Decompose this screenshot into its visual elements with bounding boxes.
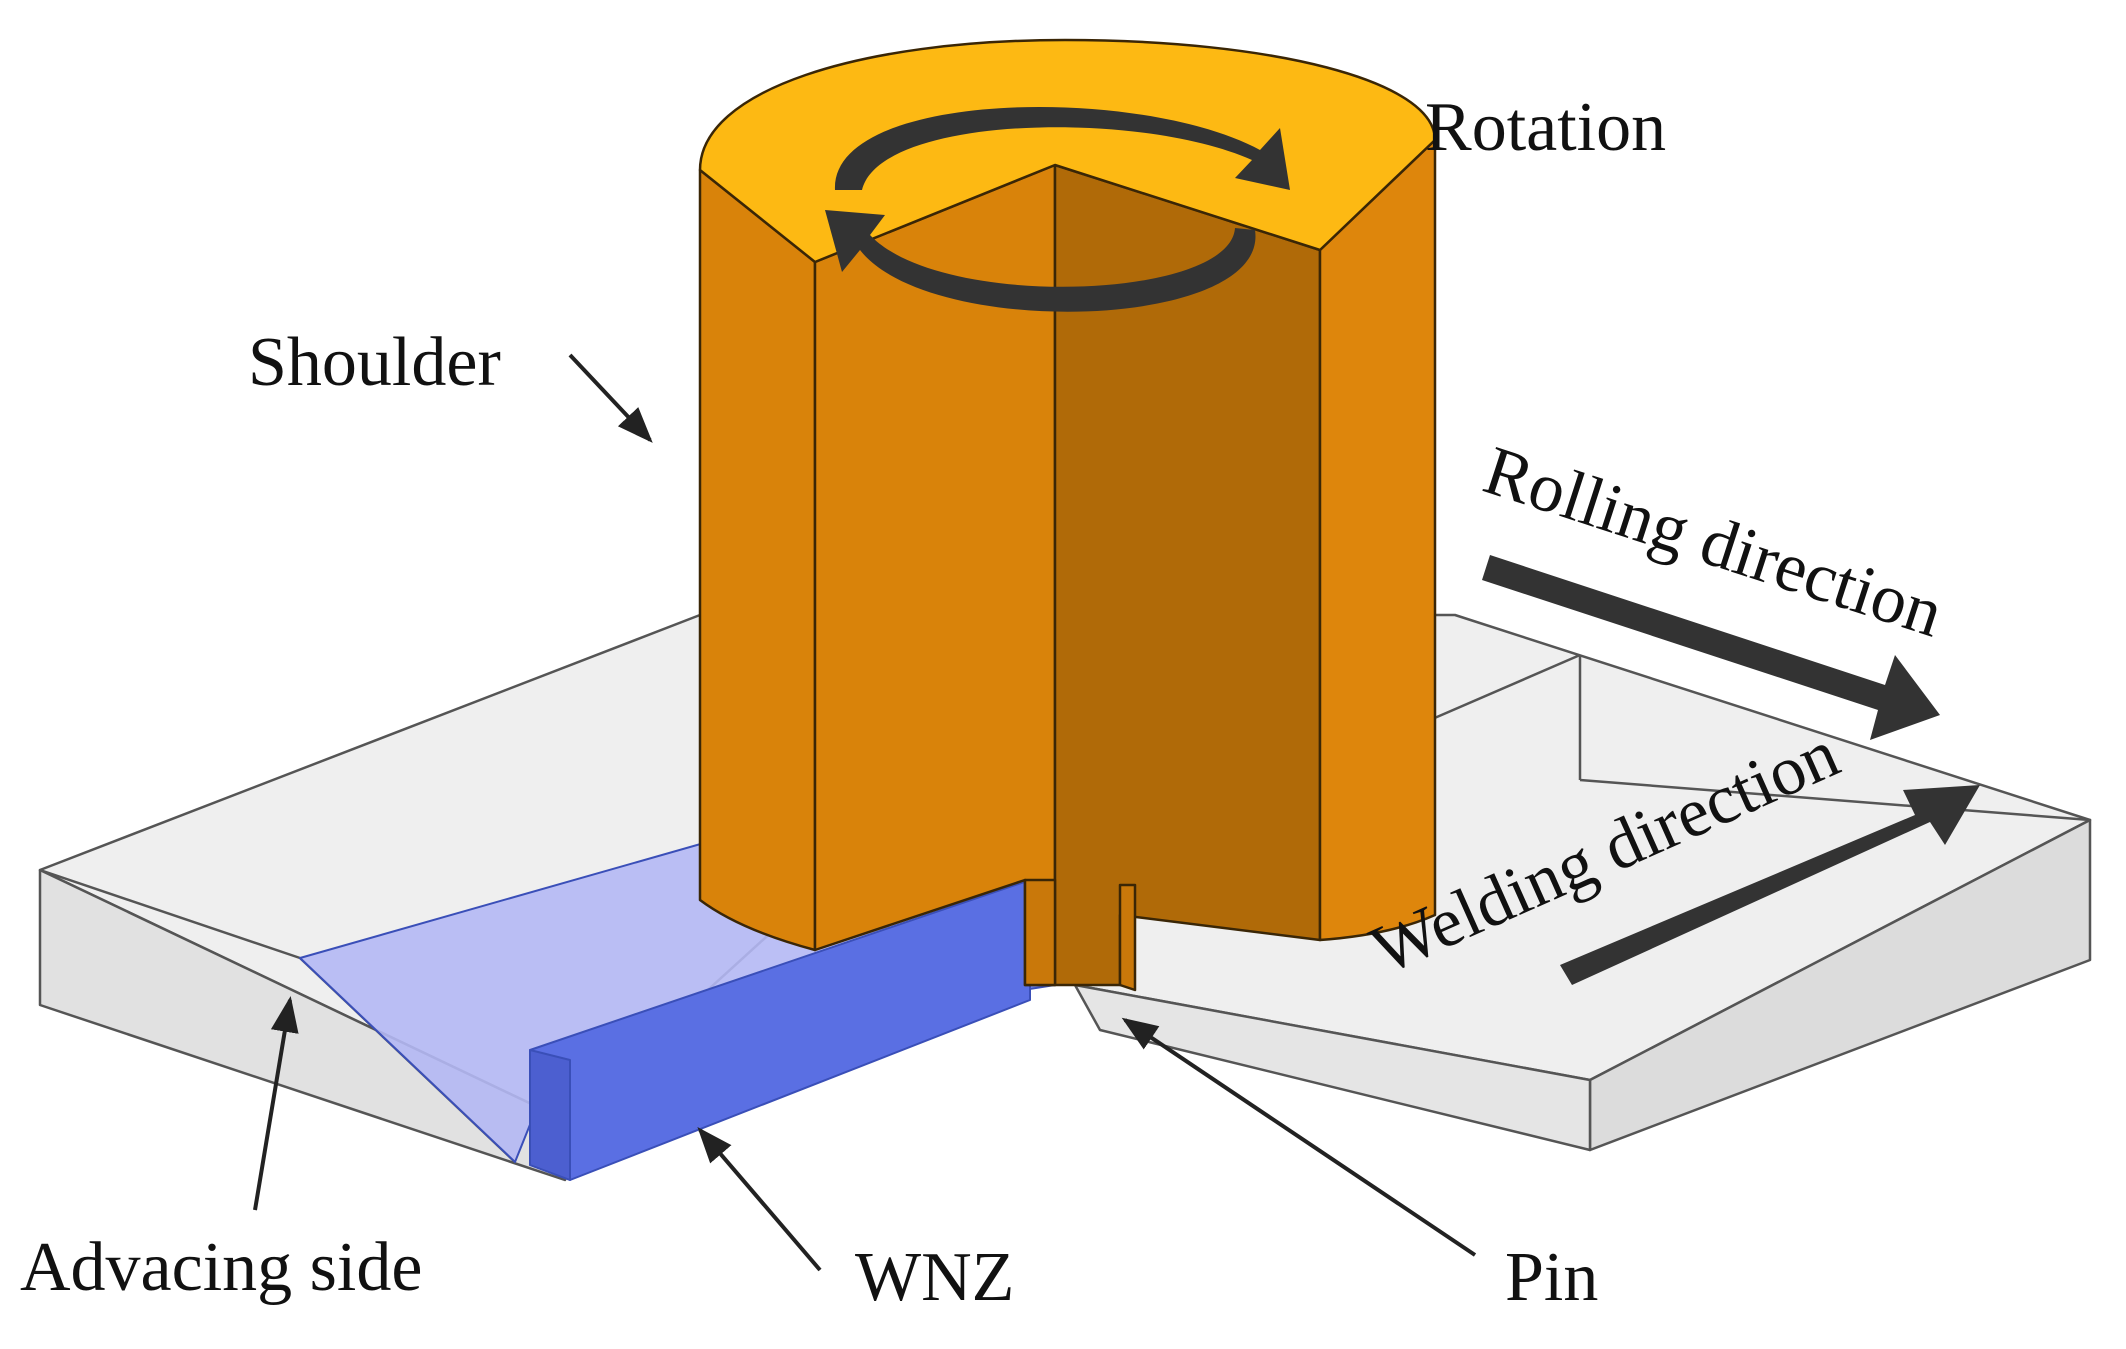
pointer-lines: [253, 353, 1477, 1272]
right-plate-side-face: [1073, 983, 1592, 1152]
direction-arrows: [1482, 555, 1980, 985]
welding-direction-arrow: [1560, 785, 1980, 985]
advancing-side-pointer: [253, 996, 299, 1211]
wnz-side: [529, 1049, 571, 1181]
tool-right-front-face: [1318, 138, 1437, 942]
fsw-tool: [698, 38, 1437, 992]
tool-left-front-face: [698, 168, 817, 952]
pin-label: Pin: [1505, 1239, 1598, 1316]
tool-pin-slot: [1118, 883, 1137, 992]
shoulder-pointer: [568, 353, 653, 443]
tool-pin: [1023, 878, 1057, 987]
wnz-pointer: [697, 1126, 822, 1272]
tool-top-face: [698, 38, 1437, 264]
shoulder-label: Shoulder: [248, 324, 501, 401]
advancing-side-label: Advacing side: [20, 1229, 422, 1306]
rolling-direction-arrow: [1482, 555, 1940, 740]
wnz-label: WNZ: [855, 1239, 1014, 1316]
pin-pointer: [1121, 1017, 1477, 1257]
rolling-direction-label: Rolling direction: [1475, 432, 1952, 652]
rotation-label: Rotation: [1425, 89, 1666, 166]
rotation-arrow: [825, 106, 1290, 312]
